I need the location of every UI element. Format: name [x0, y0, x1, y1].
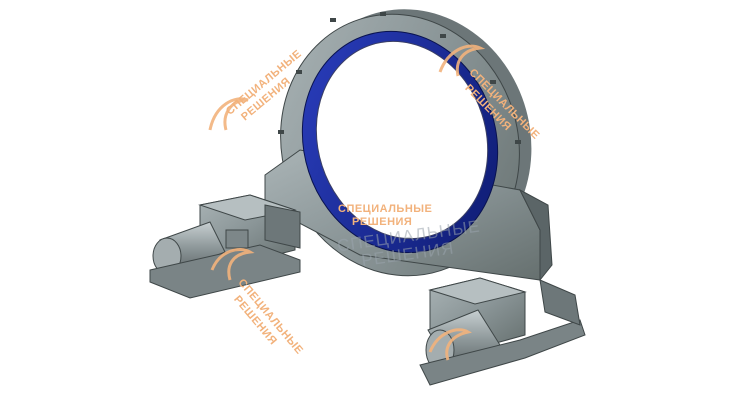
housing-bolts [278, 12, 521, 144]
watermark-logo-icon [208, 44, 486, 361]
watermark-3: СПЕЦИАЛЬНЫЕ РЕШЕНИЯ [338, 203, 432, 228]
left-base-frame [149, 244, 301, 299]
left-coupling [225, 229, 249, 249]
watermark-text-line2: РЕШЕНИЯ [352, 216, 412, 228]
right-base-frame [419, 319, 586, 386]
watermark-4: СПЕЦИАЛЬНЫЕ РЕШЕНИЯ [231, 277, 305, 357]
ring-opening [315, 40, 489, 240]
support-foot-right [539, 279, 581, 326]
support-foot-left [264, 204, 301, 249]
watermark-text-line1: СПЕЦИАЛЬНЫЕ [338, 203, 432, 215]
housing-base-side [518, 188, 553, 282]
right-gearbox-top [428, 277, 527, 305]
